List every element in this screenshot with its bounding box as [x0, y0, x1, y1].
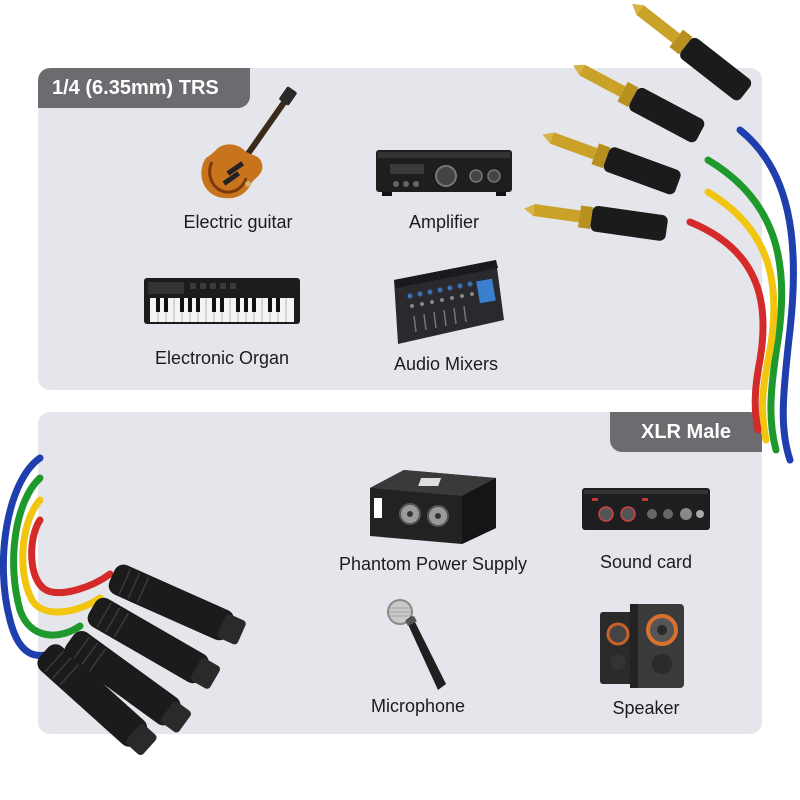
- device-microphone: Microphone: [371, 598, 465, 722]
- xlr-devices-panel: XLR Male Phantom Power Supply Sound card: [38, 412, 762, 734]
- device-audio-mixer: Audio Mixers: [388, 260, 504, 390]
- sound-card-icon: [582, 488, 710, 530]
- electric-guitar-icon: [201, 86, 297, 199]
- audio-mixer-icon: [394, 260, 504, 344]
- microphone-icon: [387, 599, 446, 690]
- device-label: Phantom Power Supply: [338, 554, 528, 574]
- device-label: Microphone: [370, 696, 466, 716]
- device-phantom-power-supply: Phantom Power Supply: [339, 470, 527, 578]
- device-label: Electronic Organ: [154, 348, 290, 368]
- device-label: Amplifier: [408, 212, 479, 232]
- device-amplifier: Amplifier: [376, 146, 512, 256]
- electronic-organ-icon: [144, 278, 300, 324]
- device-speaker: Speaker: [600, 600, 692, 724]
- device-label: Speaker: [612, 698, 680, 718]
- trs-connector-tag: 1/4 (6.35mm) TRS: [38, 68, 250, 108]
- amplifier-icon: [376, 150, 512, 196]
- speaker-icon: [600, 604, 684, 688]
- device-label: Audio Mixers: [393, 354, 499, 374]
- device-electronic-organ: Electronic Organ: [144, 278, 300, 388]
- device-electric-guitar: Electric guitar: [178, 86, 298, 268]
- trs-devices-panel: 1/4 (6.35mm) TRS Electric guitar Amplifi…: [38, 68, 762, 390]
- device-label: Electric guitar: [183, 212, 293, 232]
- xlr-connector-tag: XLR Male: [610, 412, 762, 452]
- device-label: Sound card: [599, 552, 693, 572]
- device-sound-card: Sound card: [582, 486, 710, 578]
- phantom-power-supply-icon: [370, 470, 496, 544]
